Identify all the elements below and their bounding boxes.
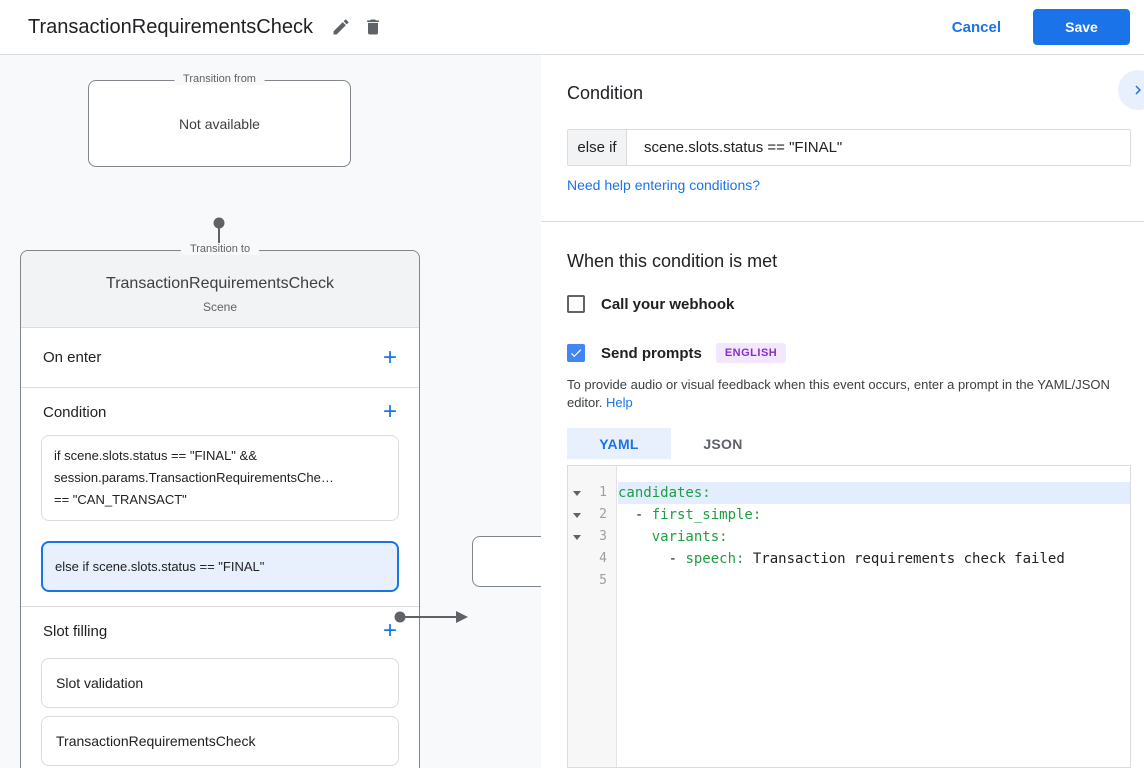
yaml-value: Transaction requirements check failed [744, 551, 1065, 567]
condition-section: Condition + if scene.slots.status == "FI… [21, 388, 419, 607]
add-condition-button[interactable]: + [382, 398, 397, 425]
slot-filling-label: Slot filling [43, 622, 108, 640]
condition-expression-input[interactable] [627, 130, 1130, 165]
condition-detail-panel: Condition else if Need help entering con… [541, 55, 1144, 768]
gutter-row: 4 [568, 548, 616, 570]
yaml-code-editor[interactable]: 1 2 3 4 5 candidates: - f [567, 465, 1131, 768]
yaml-key: variants: [651, 529, 728, 545]
condition-rule-1-line: == "CAN_TRANSACT" [54, 492, 187, 507]
checkmark-icon [569, 346, 583, 360]
top-bar: TransactionRequirementsCheck Cancel Save [0, 0, 1144, 55]
code-line: candidates: [618, 482, 1130, 504]
yaml-punct: - [618, 507, 652, 523]
conditions-help-link[interactable]: Need help entering conditions? [567, 177, 761, 193]
plus-icon: + [382, 343, 397, 371]
arrow-right-connector [394, 611, 468, 623]
editor-gutter: 1 2 3 4 5 [568, 466, 617, 767]
transition-to-card: Transition to TransactionRequirementsChe… [20, 243, 420, 768]
gutter-row: 1 [568, 482, 616, 504]
plus-icon: + [382, 617, 397, 644]
prompt-help-link[interactable]: Help [606, 395, 633, 410]
tab-yaml[interactable]: YAML [567, 428, 671, 459]
condition-rule-2-line: else if scene.slots.status == "FINAL" [55, 558, 265, 574]
on-enter-label: On enter [43, 349, 102, 366]
plus-icon: + [382, 398, 397, 425]
prompt-helper-text: To provide audio or visual feedback when… [567, 376, 1133, 412]
yaml-key: first_simple: [651, 507, 762, 523]
add-on-enter-button[interactable]: + [382, 343, 397, 371]
language-badge: ENGLISH [715, 343, 787, 363]
tab-json[interactable]: JSON [703, 435, 743, 452]
condition-rule-1-line: if scene.slots.status == "FINAL" && [54, 448, 257, 463]
transition-from-legend: Transition from [174, 73, 265, 85]
when-condition-met-title: When this condition is met [567, 251, 778, 271]
line-number: 1 [599, 485, 607, 500]
fold-toggle-icon[interactable] [573, 513, 581, 518]
yaml-punct [618, 529, 652, 545]
yaml-key: speech: [685, 551, 745, 567]
scene-card-subtitle: Scene [202, 299, 238, 314]
slot-item-transaction-requirements-check[interactable]: TransactionRequirementsCheck [41, 716, 399, 766]
condition-expression-group: else if [567, 129, 1131, 166]
transition-from-value: Not available [179, 115, 260, 132]
helper-text-body: To provide audio or visual feedback when… [567, 377, 1110, 410]
trash-icon [363, 17, 383, 37]
fold-toggle-icon[interactable] [573, 491, 581, 496]
yaml-key: candidates: [618, 485, 711, 501]
line-number: 4 [599, 551, 607, 566]
page-title: TransactionRequirementsCheck [28, 15, 313, 38]
add-slot-button[interactable]: + [382, 617, 397, 644]
scene-card-header: TransactionRequirementsCheck Scene [21, 251, 419, 328]
gutter-row: 3 [568, 526, 616, 548]
transition-from-node: Transition from Not available [88, 73, 351, 167]
chevron-right-icon [1129, 81, 1144, 99]
yaml-punct: - [618, 551, 686, 567]
cancel-button[interactable]: Cancel [951, 18, 1001, 36]
transition-to-legend: Transition to [180, 243, 260, 255]
scene-flow-canvas: Transition from Not available Transition… [0, 55, 541, 768]
condition-prefix-label: else if [568, 130, 627, 165]
line-number: 5 [599, 573, 607, 588]
fold-toggle-icon[interactable] [573, 535, 581, 540]
slot-item-validation[interactable]: Slot validation [41, 658, 399, 708]
panel-title: Condition [567, 83, 644, 103]
code-line: variants: [618, 526, 1130, 548]
edit-scene-button[interactable] [325, 11, 357, 43]
webhook-row: Call your webhook [567, 295, 734, 313]
on-enter-section[interactable]: On enter + [21, 328, 419, 388]
pencil-icon [331, 17, 351, 37]
call-webhook-label[interactable]: Call your webhook [601, 295, 735, 313]
slot-filling-section: Slot filling + Slot validation Transacti… [21, 607, 419, 766]
condition-rule-1[interactable]: if scene.slots.status == "FINAL" && sess… [41, 435, 399, 521]
condition-section-label: Condition [43, 403, 107, 421]
gutter-row: 5 [568, 570, 616, 592]
editor-code-area[interactable]: candidates: - first_simple: variants: - … [618, 466, 1130, 767]
call-webhook-checkbox[interactable] [567, 295, 585, 313]
panel-divider [541, 221, 1144, 222]
condition-rule-1-line: session.params.TransactionRequirementsCh… [54, 470, 334, 485]
scene-card-title: TransactionRequirementsCheck [106, 274, 334, 292]
condition-rule-2-selected[interactable]: else if scene.slots.status == "FINAL" [41, 541, 399, 592]
line-number: 2 [599, 507, 607, 522]
save-button[interactable]: Save [1033, 9, 1130, 45]
gutter-row: 2 [568, 504, 616, 526]
transition-target-node[interactable] [472, 536, 541, 587]
send-prompts-label[interactable]: Send prompts [601, 344, 702, 362]
code-line [618, 570, 1130, 592]
editor-format-tabs: YAML JSON [567, 428, 775, 459]
prompts-row: Send prompts ENGLISH [567, 343, 787, 363]
send-prompts-checkbox[interactable] [567, 344, 585, 362]
code-line: - first_simple: [618, 504, 1130, 526]
line-number: 3 [599, 529, 607, 544]
collapse-panel-button[interactable] [1118, 70, 1144, 110]
delete-scene-button[interactable] [357, 11, 389, 43]
code-line: - speech: Transaction requirements check… [618, 548, 1130, 570]
